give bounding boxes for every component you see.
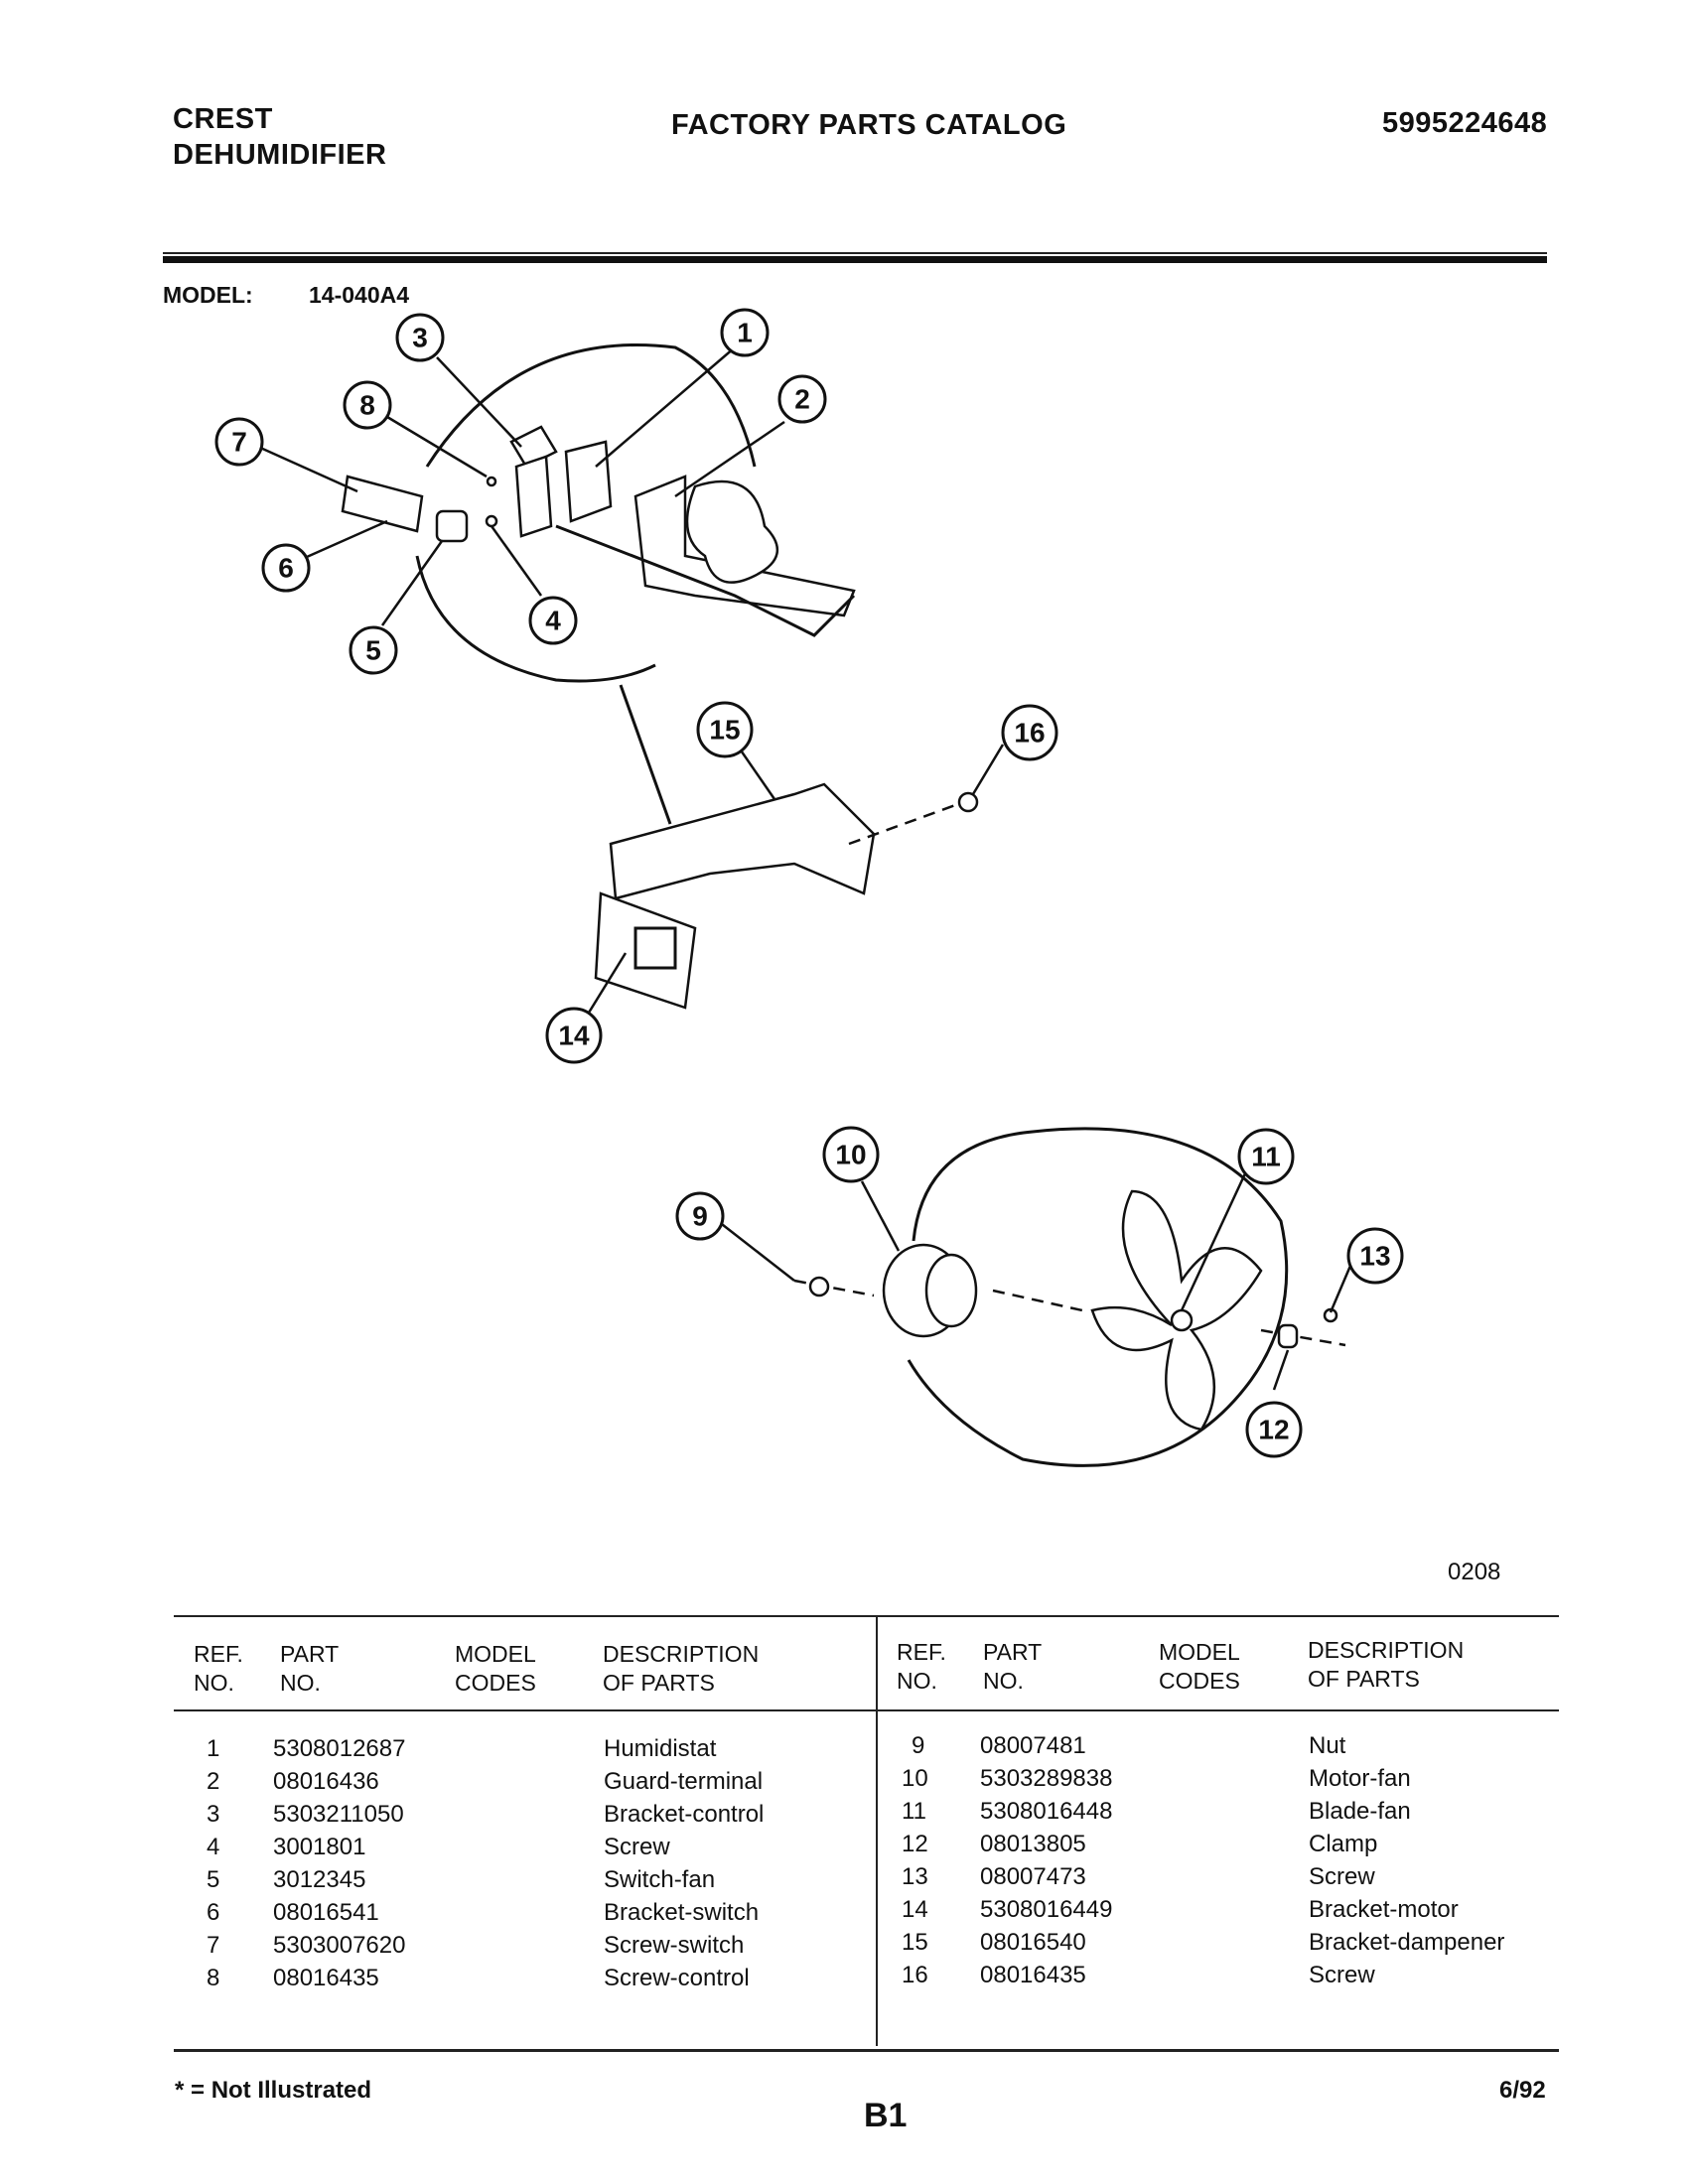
bracket-motor-part	[594, 891, 697, 1010]
svg-text:4: 4	[545, 606, 561, 636]
table-header-rule	[174, 1709, 1559, 1711]
callout-12: 12	[1245, 1401, 1303, 1458]
svg-text:5: 5	[365, 635, 381, 666]
product-type: DEHUMIDIFIER	[173, 139, 387, 171]
model-number: 14-040A4	[309, 282, 410, 308]
table-bottom-rule	[174, 2049, 1559, 2052]
header-ref-no-right: REF.NO.	[897, 1639, 946, 1694]
exploded-parts-diagram: 1 2 3 4 5 6 7 8 9 10 11 12 13 14 15 16	[214, 308, 1404, 1467]
callout-8: 8	[343, 380, 392, 430]
callout-15: 15	[696, 701, 754, 758]
shroud-strap	[619, 684, 672, 825]
screw-part	[485, 514, 498, 528]
table-top-rule	[174, 1615, 1559, 1617]
shroud-lower-arc	[415, 555, 656, 683]
svg-text:7: 7	[231, 427, 247, 458]
svg-text:13: 13	[1359, 1241, 1390, 1272]
humidistat-part	[564, 440, 613, 523]
callout-6: 6	[261, 543, 311, 593]
page-code: B1	[864, 2097, 908, 2134]
svg-text:14: 14	[558, 1021, 590, 1051]
leader-lines	[257, 346, 1352, 1391]
callout-7: 7	[214, 417, 264, 467]
catalog-title: FACTORY PARTS CATALOG	[671, 109, 1067, 141]
callout-13: 13	[1346, 1227, 1404, 1285]
callout-10: 10	[822, 1126, 880, 1183]
blade-hub	[1170, 1308, 1194, 1332]
switch-fan-part	[435, 509, 469, 543]
diagram-code: 0208	[1448, 1559, 1501, 1585]
bracket-motor-window	[633, 926, 677, 970]
model-label: MODEL:	[163, 282, 253, 308]
screw-control-part	[486, 476, 497, 487]
svg-text:11: 11	[1251, 1142, 1281, 1172]
svg-text:3: 3	[412, 323, 428, 353]
callout-2: 2	[777, 374, 827, 424]
bracket-control-plate	[514, 455, 553, 538]
header-rule-thin	[163, 252, 1547, 254]
bracket-dampener-part	[609, 782, 876, 900]
nut-part	[808, 1276, 830, 1297]
svg-text:15: 15	[709, 715, 740, 746]
switch-bracket-part	[341, 475, 424, 533]
clamp-part	[1277, 1323, 1299, 1349]
svg-text:9: 9	[692, 1201, 708, 1232]
svg-text:1: 1	[737, 318, 753, 348]
svg-text:2: 2	[794, 384, 810, 415]
svg-text:6: 6	[278, 553, 294, 584]
small-fan-blade-part	[685, 479, 779, 584]
fan-shroud-ring	[907, 1127, 1289, 1467]
screw-16-part	[957, 791, 979, 813]
bracket-arm	[555, 524, 856, 637]
svg-text:12: 12	[1258, 1415, 1289, 1445]
callout-16: 16	[1001, 704, 1058, 761]
header-rule-thick	[163, 256, 1547, 263]
brand-name: CREST	[173, 103, 273, 135]
callout-3: 3	[395, 313, 445, 362]
svg-text:8: 8	[359, 390, 375, 421]
callout-1: 1	[720, 308, 770, 357]
callout-11: 11	[1237, 1128, 1295, 1185]
header-ref-no: REF.NO.	[194, 1641, 243, 1696]
callout-4: 4	[528, 596, 578, 645]
motor-fan-face	[924, 1253, 978, 1328]
callout-5: 5	[349, 625, 398, 675]
table-column-divider	[876, 1616, 878, 2046]
callout-9: 9	[675, 1191, 725, 1241]
callout-14: 14	[545, 1007, 603, 1064]
fan-assembly-axis	[793, 1279, 1346, 1347]
not-illustrated-note: * = Not Illustrated	[175, 2077, 372, 2104]
catalog-number: 5995224648	[1382, 107, 1548, 139]
svg-text:16: 16	[1014, 718, 1045, 749]
svg-text:10: 10	[835, 1140, 866, 1170]
revision-date: 6/92	[1499, 2077, 1546, 2104]
